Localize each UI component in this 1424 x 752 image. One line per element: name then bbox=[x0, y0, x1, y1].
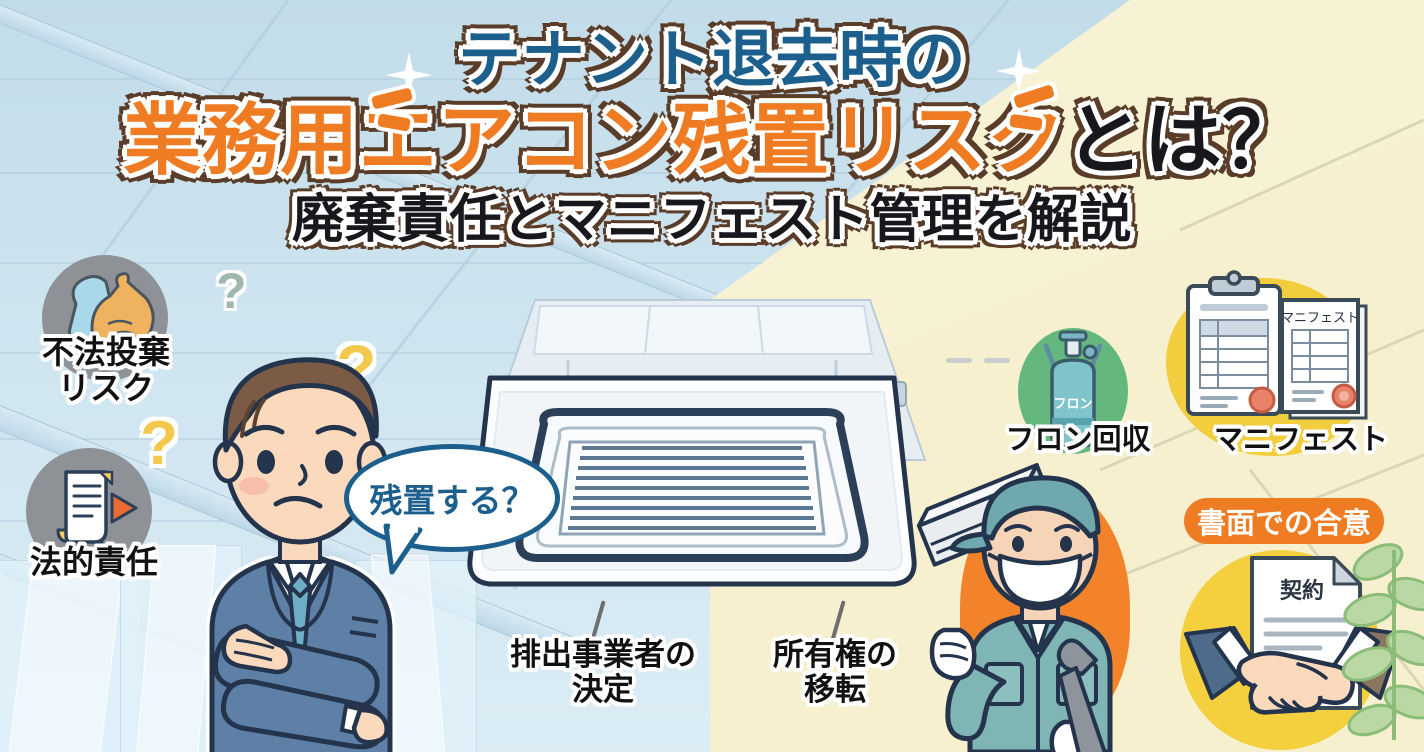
question-mark-icon: ? bbox=[216, 263, 247, 319]
illegal-dumping-label-line2: リスク bbox=[57, 369, 154, 406]
ceiling-cassette-air-conditioner-icon bbox=[467, 375, 917, 587]
plant-leaves-icon bbox=[1341, 543, 1424, 740]
written-agreement-badge: 書面での合意 bbox=[1184, 498, 1384, 544]
glass-panel bbox=[0, 560, 142, 752]
businessman-thinking-icon bbox=[206, 357, 396, 752]
illegal-dumping-label-line1: 不法投棄 bbox=[41, 334, 170, 370]
emitter-decision-line1: 排出事業者の bbox=[510, 637, 696, 672]
dash-connector bbox=[984, 358, 1010, 363]
ceiling-line bbox=[0, 78, 1424, 80]
trash-bags-icon bbox=[67, 272, 155, 352]
legal-document-icon bbox=[56, 470, 138, 544]
contract-document-text: 契約 bbox=[1279, 578, 1324, 603]
legal-liability-label: 法的責任 bbox=[29, 544, 158, 580]
speech-bubble-tail bbox=[383, 522, 423, 575]
gas-cylinder-icon: フロン bbox=[1043, 330, 1103, 448]
illegal-dumping-label: 不法投棄 リスク bbox=[8, 334, 204, 407]
speech-bubble: 残置する？ bbox=[344, 444, 560, 552]
ownership-transfer-label: 所有権の 移転 bbox=[740, 637, 930, 707]
ceiling-line bbox=[0, 172, 1424, 174]
manifest-label: マニフェスト bbox=[1213, 424, 1388, 456]
emitter-decision-line2: 決定 bbox=[572, 671, 634, 707]
manifest-document-text: マニフェスト bbox=[1281, 310, 1359, 325]
ownership-transfer-line1: 所有権の bbox=[773, 637, 897, 672]
ceiling-line bbox=[0, 262, 1424, 264]
question-mark-icon: ? bbox=[140, 409, 178, 478]
cylinder-text: フロン bbox=[1053, 396, 1092, 411]
written-agreement-badge-text: 書面での合意 bbox=[1196, 508, 1371, 540]
ownership-transfer-line2: 移転 bbox=[804, 671, 866, 707]
ac-technician-icon bbox=[916, 463, 1113, 752]
clipboard-manifest-icon: マニフェスト bbox=[1186, 270, 1368, 420]
speech-bubble-text: 残置する？ bbox=[369, 482, 535, 519]
dash-connector bbox=[946, 358, 972, 363]
emitter-decision-label: 排出事業者の 決定 bbox=[498, 637, 708, 707]
freon-recovery-label: フロン回収 bbox=[1005, 424, 1151, 456]
